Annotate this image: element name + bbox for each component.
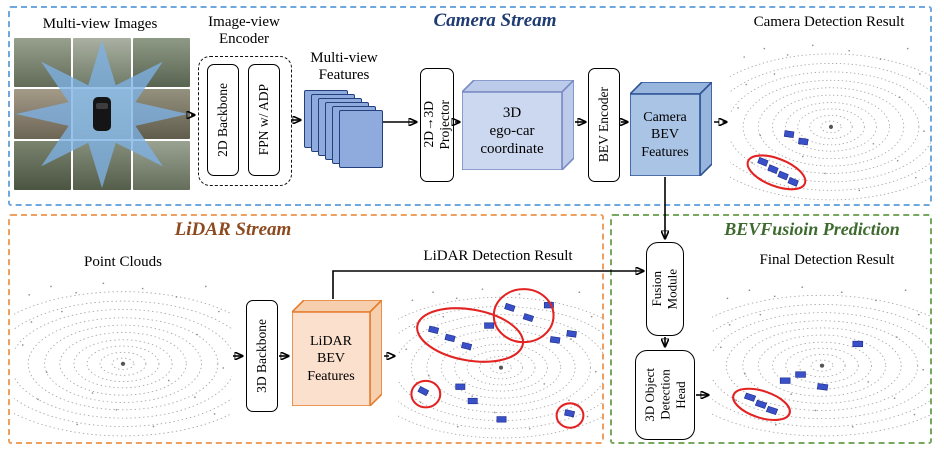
fusion-panel [610, 214, 932, 444]
lidar-stream-panel [8, 214, 604, 444]
bev-encoder-label: BEV Encoder [595, 87, 611, 163]
fpn-adp-label: FPN w/ ADP [255, 84, 271, 156]
feature-layer [339, 110, 383, 168]
multiview-features-label: Multi-view Features [310, 50, 378, 84]
fpn-adp-box: FPN w/ ADP [248, 64, 280, 176]
backbone-3d-label: 3D Backbone [253, 319, 269, 393]
camera-bev-features-label: Camera [643, 110, 687, 126]
highlight-ellipse [555, 402, 585, 429]
detection-boxes [417, 302, 577, 423]
highlight-ellipse [410, 379, 442, 409]
image-view-encoder-label: Image-view Encoder [208, 14, 280, 48]
highlight-ellipse [492, 288, 555, 344]
fusion-module-label: Module [665, 268, 680, 310]
fusion-module-box: Fusion Module [646, 242, 684, 336]
lidar-bev-features-box: LiDAR BEV Features [292, 300, 382, 406]
detection-boxes [743, 340, 864, 416]
ego-car-icon [93, 97, 111, 131]
multiview-images-collage [14, 38, 190, 190]
detection-head-box: 3D Object Detection Head [635, 350, 695, 440]
detection-head-label: Detection [657, 369, 673, 421]
projector-label: Projector [437, 100, 452, 150]
camera-bev-features-label: Features [641, 144, 689, 160]
backbone-2d-label: 2D Backbone [214, 83, 230, 157]
lidar-bev-features-label: Features [307, 368, 355, 384]
detection-head-label: 3D Object [641, 368, 657, 422]
projector-box: 2D→3D Projector [420, 68, 454, 182]
camera-bev-features-box: Camera BEV Features [630, 82, 712, 176]
fusion-title: BEVFusioin Prediction [724, 219, 900, 239]
highlight-ellipse [732, 387, 791, 421]
highlight-ellipse [416, 307, 525, 363]
multiview-images-label: Multi-view Images [42, 16, 158, 32]
backbone-3d-box: 3D Backbone [246, 300, 278, 412]
multiview-features-stack [304, 90, 384, 168]
lidar-bev-features-label: LiDAR [310, 334, 352, 350]
bev-encoder-box: BEV Encoder [588, 68, 620, 182]
backbone-2d-box: 2D Backbone [207, 64, 239, 176]
lidar-detection-result-image [398, 282, 604, 440]
camera-stream-title: Camera Stream [433, 10, 557, 31]
ego-car-coordinate-label: 3D [502, 104, 522, 121]
highlight-ellipse [746, 154, 807, 191]
camera-stream-panel [8, 6, 932, 206]
camera-bev-features-label: BEV [651, 127, 679, 143]
ego-car-coordinate-label: coordinate [480, 141, 544, 158]
detection-head-label: Head [672, 381, 688, 409]
projector-label: 2D→3D [420, 101, 436, 149]
camera-detection-result-image [730, 38, 932, 202]
point-clouds-image [14, 276, 232, 438]
point-clouds-label: Point Clouds [84, 254, 162, 270]
ego-car-coordinate-label: ego-car [489, 122, 535, 139]
fusion-module-label: Fusion [649, 271, 665, 307]
lidar-bev-features-label: BEV [317, 351, 345, 367]
detection-boxes [757, 130, 809, 187]
image-view-encoder-group [198, 56, 292, 186]
ego-car-coordinate-box: 3D ego-car coordinate [462, 80, 574, 170]
lidar-detection-result-label: LiDAR Detection Result [423, 248, 573, 264]
final-detection-result-label: Final Detection Result [759, 252, 895, 268]
final-detection-result-image [712, 280, 932, 438]
camera-detection-result-label: Camera Detection Result [753, 14, 905, 30]
lidar-stream-title: LiDAR Stream [174, 219, 292, 240]
